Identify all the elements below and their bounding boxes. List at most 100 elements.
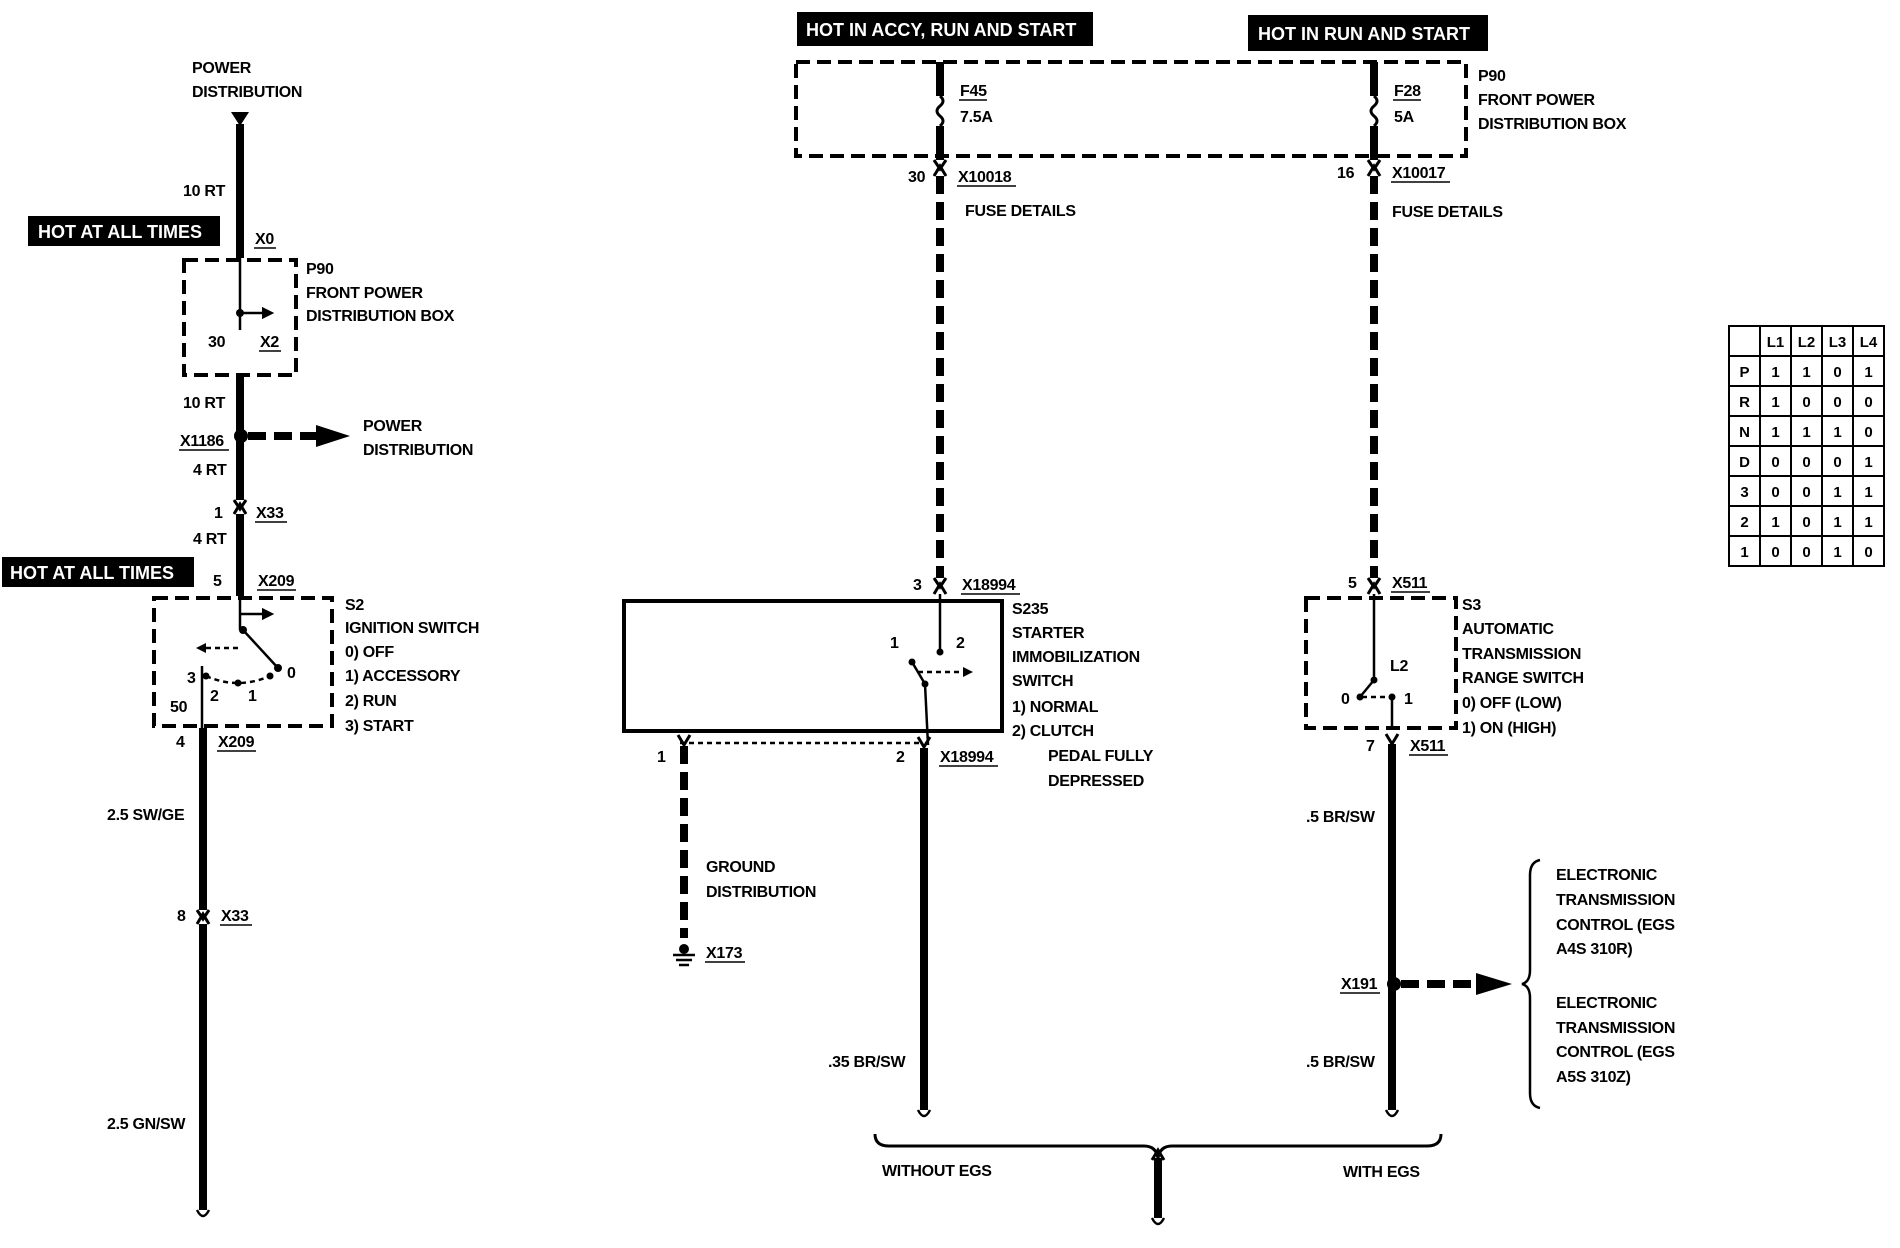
- truth-table-value: 0: [1802, 544, 1810, 561]
- pin-2: 2: [896, 749, 905, 766]
- truth-table-value: 0: [1771, 484, 1779, 501]
- truth-table-header: L2: [1798, 334, 1816, 351]
- pin-5: 5: [1348, 575, 1357, 592]
- ignition-switch-blade: [242, 629, 279, 669]
- egs-label: ELECTRONIC: [1556, 867, 1658, 884]
- s235-name: IMMOBILIZATION: [1012, 649, 1140, 666]
- s3-position: 0) OFF (LOW): [1462, 695, 1562, 712]
- hot-accy-run-start-banner: [797, 12, 1093, 46]
- s235-position: DEPRESSED: [1048, 773, 1144, 790]
- truth-table-value: 1: [1802, 364, 1810, 381]
- hot-at-all-times-text: HOT AT ALL TIMES: [38, 222, 202, 242]
- connector-x18994: X18994: [940, 749, 994, 766]
- truth-table-header: L4: [1860, 334, 1878, 351]
- pin-50: 50: [170, 699, 188, 716]
- truth-table-value: 1: [1864, 514, 1872, 531]
- truth-table-value: 1: [1771, 424, 1779, 441]
- truth-table-value: 0: [1864, 394, 1872, 411]
- hot-at-all-times-text: HOT AT ALL TIMES: [10, 563, 174, 583]
- connector-x209: X209: [258, 573, 295, 590]
- truth-table-value: 0: [1864, 424, 1872, 441]
- fuse-f28-code: F28: [1394, 83, 1421, 100]
- s2-position: 0) OFF: [345, 644, 394, 661]
- ignition-switch-box: [152, 596, 334, 728]
- s235-position: 2) CLUTCH: [1012, 723, 1094, 740]
- egs-label: CONTROL (EGS: [1556, 1044, 1675, 1061]
- truth-table-range: 1: [1740, 544, 1748, 561]
- truth-table-range: P: [1739, 364, 1749, 381]
- truth-table-value: 0: [1833, 394, 1841, 411]
- fuse-f45-code: F45: [960, 83, 987, 100]
- ground-icon: [673, 944, 695, 967]
- p90-name: FRONT POWER: [1478, 92, 1595, 109]
- hot-run-start-banner: [1248, 15, 1488, 51]
- egs-label: TRANSMISSION: [1556, 1020, 1675, 1037]
- s2-code: S2: [345, 597, 364, 614]
- wire-label: 10 RT: [183, 183, 226, 200]
- connector-x10018: X10018: [958, 169, 1012, 186]
- pin-1: 1: [657, 749, 666, 766]
- connector-x209: X209: [218, 734, 255, 751]
- truth-table-range: N: [1739, 424, 1750, 441]
- egs-label: CONTROL (EGS: [1556, 917, 1675, 934]
- connector-x191: X191: [1341, 976, 1378, 993]
- power-distribution-label: DISTRIBUTION: [192, 84, 302, 101]
- truth-table-header-cell: [1728, 325, 1761, 357]
- fuse-details-label: FUSE DETAILS: [1392, 204, 1503, 221]
- egs-label: A4S 310R): [1556, 941, 1632, 958]
- hot-at-all-times-banner: [2, 557, 194, 587]
- hot-accy-run-start-text: HOT IN ACCY, RUN AND START: [806, 20, 1076, 40]
- truth-table-value: 0: [1802, 484, 1810, 501]
- power-input-arrow: [231, 112, 249, 126]
- truth-table-range: R: [1739, 394, 1750, 411]
- truth-table-value: 1: [1864, 454, 1872, 471]
- pin-8: 8: [177, 908, 186, 925]
- pin-30: 30: [208, 334, 226, 351]
- wire-label: 2.5 GN/SW: [107, 1116, 186, 1133]
- s235-switch-pos-2: 2: [956, 635, 965, 652]
- s235-name: STARTER: [1012, 625, 1085, 642]
- switch-pos-0: 0: [287, 665, 296, 682]
- hot-at-all-times-banner: [28, 216, 220, 246]
- egs-arrow: [1476, 973, 1512, 995]
- s2-position: 3) START: [345, 718, 414, 735]
- s3-code: S3: [1462, 597, 1481, 614]
- p90-fuse-box-top: [794, 60, 1468, 158]
- ground-distribution-label: GROUND: [706, 859, 775, 876]
- truth-table-range: D: [1739, 454, 1750, 471]
- s3-name: RANGE SWITCH: [1462, 670, 1584, 687]
- with-egs-label: WITH EGS: [1343, 1164, 1420, 1181]
- truth-table-value: 0: [1802, 394, 1810, 411]
- switch-pos-2: 2: [210, 688, 219, 705]
- pin-7: 7: [1366, 738, 1375, 755]
- s235-switch-box: [622, 599, 1004, 733]
- truth-table-range: 3: [1740, 484, 1748, 501]
- egs-label: TRANSMISSION: [1556, 892, 1675, 909]
- branch-arrow: [316, 425, 350, 447]
- wire-label: 2.5 SW/GE: [107, 807, 185, 824]
- s235-name: SWITCH: [1012, 673, 1073, 690]
- wire-label: .5 BR/SW: [1306, 809, 1376, 826]
- s3-l2-label: L2: [1390, 658, 1408, 675]
- truth-table-header: L1: [1767, 334, 1785, 351]
- connector-x2: X2: [260, 334, 279, 351]
- connector-x33: X33: [221, 908, 249, 925]
- wire-label: .5 BR/SW: [1306, 1054, 1376, 1071]
- power-distribution-label: POWER: [363, 418, 423, 435]
- pin-5: 5: [213, 573, 222, 590]
- truth-table-value: 1: [1864, 484, 1872, 501]
- truth-table-cell: [1852, 535, 1885, 567]
- pin-16: 16: [1337, 165, 1355, 182]
- truth-table-value: 0: [1802, 514, 1810, 531]
- s2-name: IGNITION SWITCH: [345, 620, 479, 637]
- switch-pos-3: 3: [187, 670, 196, 687]
- truth-table-value: 1: [1833, 514, 1841, 531]
- s235-code: S235: [1012, 601, 1049, 618]
- p90-name: DISTRIBUTION BOX: [1478, 116, 1627, 133]
- s235-position: 1) NORMAL: [1012, 699, 1099, 716]
- fuse-f28-rating: 5A: [1394, 109, 1415, 126]
- s2-position: 2) RUN: [345, 693, 397, 710]
- left-circuit: POWER DISTRIBUTION 10 RT HOT AT ALL TIME…: [2, 60, 479, 1218]
- connector-x33: X33: [256, 505, 284, 522]
